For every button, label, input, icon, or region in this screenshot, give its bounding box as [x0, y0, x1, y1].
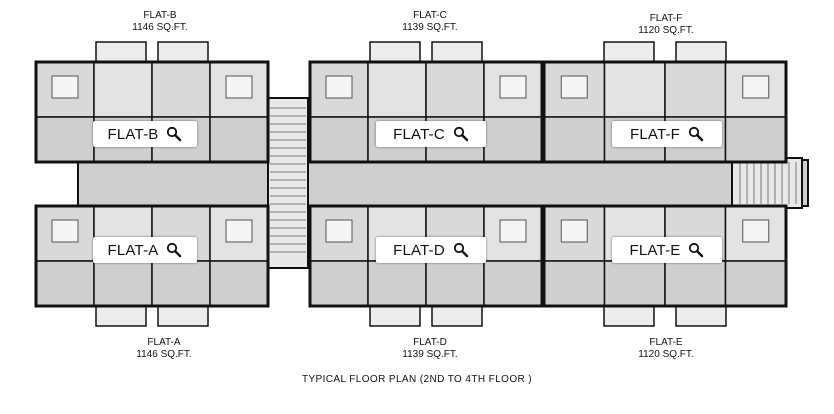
flat-c-button[interactable]: FLAT-C [376, 121, 486, 147]
flat-d-button-label: FLAT-D [393, 241, 445, 259]
flat-b-area-size: 1146 SQ.FT. [132, 22, 188, 33]
room [724, 260, 787, 307]
bed [742, 75, 770, 99]
room [367, 61, 427, 118]
balcony [603, 41, 655, 63]
room [93, 61, 153, 118]
room [151, 260, 211, 307]
room [664, 260, 727, 307]
bed [742, 219, 770, 243]
flat-a-button[interactable]: FLAT-A [93, 237, 197, 263]
room [483, 260, 543, 307]
balcony [369, 305, 421, 327]
flat-f-area-label: FLAT-F 1120 SQ.FT. [596, 13, 736, 37]
flat-d-area-label: FLAT-D 1139 SQ.FT. [360, 337, 500, 361]
flat-b-outline [34, 60, 270, 164]
room [543, 116, 606, 163]
flat-e-button-label: FLAT-E [629, 241, 681, 259]
flat-e-area-size: 1120 SQ.FT. [638, 349, 694, 360]
bed [325, 219, 353, 243]
bed [325, 75, 353, 99]
room [209, 260, 269, 307]
flat-d-area-title: FLAT-D [413, 337, 447, 348]
flat-c-area-title: FLAT-C [413, 10, 447, 21]
flat-b-area-label: FLAT-B 1146 SQ.FT. [90, 10, 230, 34]
room [664, 61, 727, 118]
bed [225, 75, 253, 99]
bed [499, 75, 527, 99]
flat-a-button-label: FLAT-A [107, 241, 159, 259]
room [367, 260, 427, 307]
flat-e-button[interactable]: FLAT-E [612, 237, 722, 263]
room [35, 260, 95, 307]
central-corridor [77, 159, 809, 207]
balcony [675, 41, 727, 63]
room [724, 116, 787, 163]
bed [51, 75, 79, 99]
flat-c-area-label: FLAT-C 1139 SQ.FT. [360, 10, 500, 34]
room [309, 260, 369, 307]
room [543, 260, 606, 307]
room [425, 61, 485, 118]
balcony [431, 305, 483, 327]
bed [51, 219, 79, 243]
bed [225, 219, 253, 243]
staircase-left [267, 97, 309, 269]
room [209, 116, 269, 163]
flat-f-button-label: FLAT-F [629, 125, 681, 143]
room [309, 116, 369, 163]
flat-c-area-size: 1139 SQ.FT. [402, 22, 458, 33]
flat-c-button-label: FLAT-C [393, 125, 445, 143]
magnifier-icon [453, 126, 469, 142]
flat-a-area-size: 1146 SQ.FT. [136, 349, 192, 360]
balcony [95, 41, 147, 63]
room [425, 260, 485, 307]
floor-plan-caption: TYPICAL FLOOR PLAN (2ND TO 4TH FLOOR ) [301, 374, 533, 385]
flat-a-area-label: FLAT-A 1146 SQ.FT. [94, 337, 234, 361]
flat-f-area-title: FLAT-F [649, 13, 683, 24]
flat-d-area-size: 1139 SQ.FT. [402, 349, 458, 360]
magnifier-icon [167, 126, 182, 142]
balcony [603, 305, 655, 327]
bed [499, 219, 527, 243]
balcony [675, 305, 727, 327]
flat-f-button[interactable]: FLAT-F [612, 121, 722, 147]
bed [560, 219, 588, 243]
room [151, 61, 211, 118]
magnifier-icon [689, 242, 704, 258]
balcony [157, 41, 209, 63]
room [35, 116, 95, 163]
outer-walls [34, 60, 788, 308]
flat-f-area-size: 1120 SQ.FT. [638, 25, 694, 36]
room [603, 260, 666, 307]
balcony [369, 41, 421, 63]
flat-f-outline [542, 60, 788, 164]
room [483, 116, 543, 163]
flat-e-area-title: FLAT-E [649, 337, 683, 348]
staircase-right [731, 157, 803, 209]
magnifier-icon [167, 242, 182, 258]
flat-a-area-title: FLAT-A [147, 337, 181, 348]
balcony [157, 305, 209, 327]
flat-e-area-label: FLAT-E 1120 SQ.FT. [596, 337, 736, 361]
flat-b-button[interactable]: FLAT-B [93, 121, 197, 147]
balcony [95, 305, 147, 327]
magnifier-icon [688, 126, 704, 142]
flat-a-outline [34, 204, 270, 308]
flat-d-outline [308, 204, 544, 308]
flat-c-outline [308, 60, 544, 164]
flat-b-area-title: FLAT-B [143, 10, 177, 21]
flat-e-outline [542, 204, 788, 308]
bed [560, 75, 588, 99]
stair-treads [270, 107, 797, 253]
flat-b-button-label: FLAT-B [107, 125, 159, 143]
room [603, 61, 666, 118]
balcony [431, 41, 483, 63]
magnifier-icon [453, 242, 469, 258]
room [93, 260, 153, 307]
flat-d-button[interactable]: FLAT-D [376, 237, 486, 263]
